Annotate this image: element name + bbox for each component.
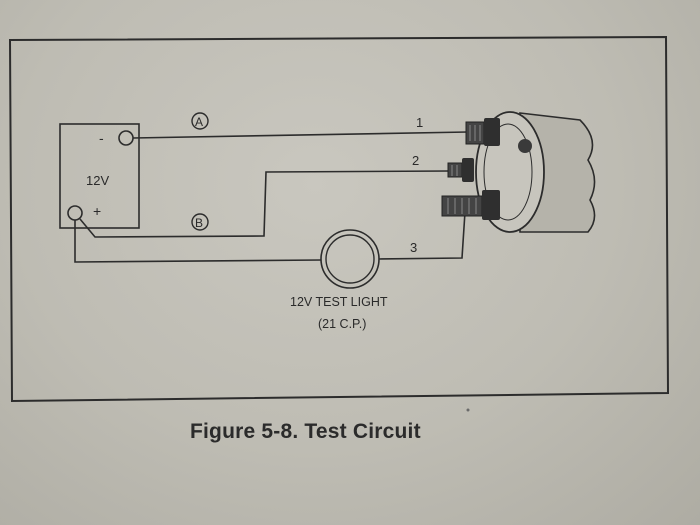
wire-a-label: A xyxy=(195,115,203,129)
battery-positive-label: + xyxy=(93,203,101,219)
figure-caption: Figure 5-8. Test Circuit xyxy=(190,420,421,443)
wire-b-label: B xyxy=(195,216,203,230)
solenoid-terminal-1 xyxy=(465,118,500,146)
wire-3-right xyxy=(378,211,466,260)
figure-border xyxy=(8,35,670,403)
test-light-label: 12V TEST LIGHT xyxy=(290,295,388,309)
wire-1-label: 1 xyxy=(416,115,423,130)
wire-3-label: 3 xyxy=(410,240,417,255)
battery-voltage-label: 12V xyxy=(86,173,109,188)
page-speck xyxy=(466,408,470,412)
wire-3 xyxy=(74,220,322,263)
wire-a-marker xyxy=(191,112,209,130)
test-light-inner xyxy=(325,234,375,284)
wire-a xyxy=(132,131,469,139)
battery-negative-terminal xyxy=(118,130,134,146)
starter-solenoid xyxy=(441,111,596,233)
wire-b-marker xyxy=(191,213,209,231)
solenoid-terminal-2 xyxy=(447,158,474,182)
battery-box xyxy=(59,123,140,229)
battery-negative-label: - xyxy=(99,130,104,146)
wire-b xyxy=(79,170,451,238)
solenoid-terminal-3 xyxy=(441,190,500,220)
test-light-rating: (21 C.P.) xyxy=(318,317,366,331)
battery-positive-terminal xyxy=(67,205,83,221)
test-light-outer xyxy=(320,229,380,289)
wire-2-label: 2 xyxy=(412,153,419,168)
